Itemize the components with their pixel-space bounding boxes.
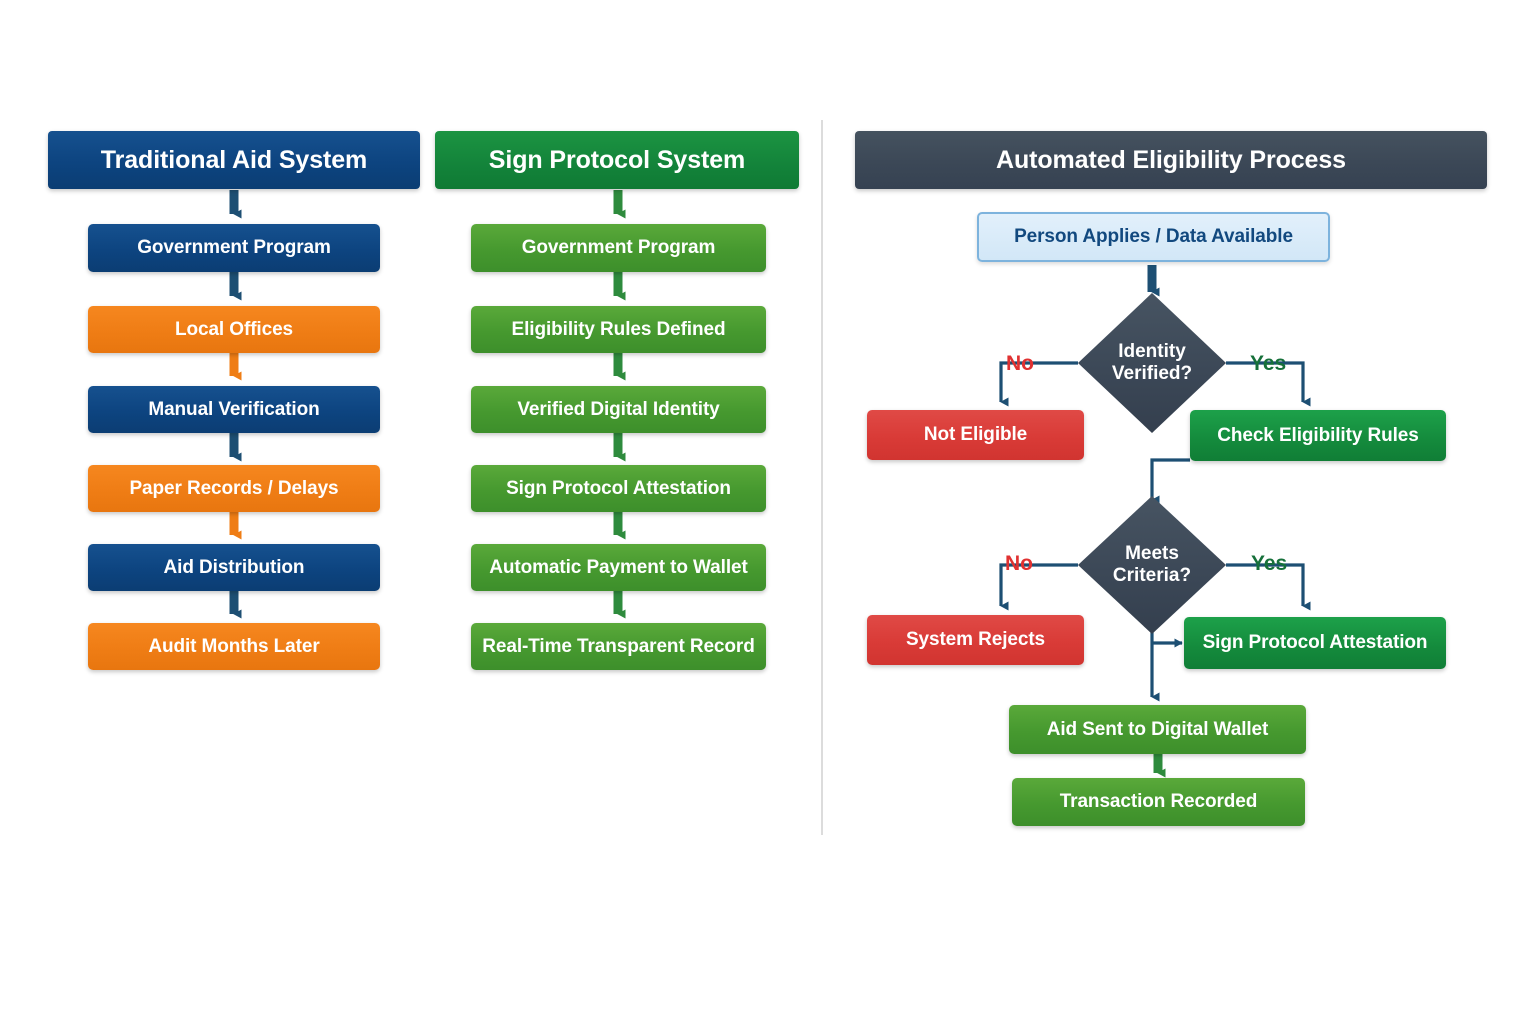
traditional-step-paper-records-delays[interactable]: Paper Records / Delays bbox=[88, 465, 380, 512]
flow-sign-protocol-attestation[interactable]: Sign Protocol Attestation bbox=[1184, 617, 1446, 669]
decision-1-line-2: Verified? bbox=[1111, 363, 1193, 384]
sign-protocol-step-sign-protocol-attestation[interactable]: Sign Protocol Attestation bbox=[471, 465, 766, 512]
sign-protocol-step-real-time-transparent-record[interactable]: Real-Time Transparent Record bbox=[471, 623, 766, 670]
sign-protocol-step-automatic-payment-to-wallet[interactable]: Automatic Payment to Wallet bbox=[471, 544, 766, 591]
diamond-label: Meets Criteria? bbox=[1078, 496, 1226, 634]
decision-1-branch-no-label: No bbox=[1006, 352, 1034, 375]
flow-decision-identity-verified[interactable]: Identity Verified? bbox=[1078, 293, 1226, 433]
flow-decision-meets-criteria[interactable]: Meets Criteria? bbox=[1078, 496, 1226, 634]
panel-divider bbox=[821, 120, 823, 835]
sign-protocol-step-eligibility-rules-defined[interactable]: Eligibility Rules Defined bbox=[471, 306, 766, 353]
decision-2-branch-no-label: No bbox=[1005, 552, 1033, 575]
flow-aid-sent-to-digital-wallet[interactable]: Aid Sent to Digital Wallet bbox=[1009, 705, 1306, 754]
traditional-step-government-program[interactable]: Government Program bbox=[88, 224, 380, 272]
sign-protocol-step-verified-digital-identity[interactable]: Verified Digital Identity bbox=[471, 386, 766, 433]
traditional-step-aid-distribution[interactable]: Aid Distribution bbox=[88, 544, 380, 591]
decision-1-branch-yes-label: Yes bbox=[1250, 352, 1287, 375]
flow-check-eligibility-rules[interactable]: Check Eligibility Rules bbox=[1190, 410, 1446, 461]
traditional-header: Traditional Aid System bbox=[48, 131, 420, 189]
flow-not-eligible[interactable]: Not Eligible bbox=[867, 410, 1084, 460]
traditional-step-manual-verification[interactable]: Manual Verification bbox=[88, 386, 380, 433]
decision-1-line-1: Identity bbox=[1118, 340, 1186, 362]
traditional-step-audit-months-later[interactable]: Audit Months Later bbox=[88, 623, 380, 670]
decision-2-line-2: Criteria? bbox=[1112, 565, 1192, 586]
automated-eligibility-header: Automated Eligibility Process bbox=[855, 131, 1487, 189]
sign-protocol-header: Sign Protocol System bbox=[435, 131, 799, 189]
sign-protocol-step-government-program[interactable]: Government Program bbox=[471, 224, 766, 272]
flow-transaction-recorded[interactable]: Transaction Recorded bbox=[1012, 778, 1305, 826]
flow-system-rejects[interactable]: System Rejects bbox=[867, 615, 1084, 665]
flow-start-person-applies[interactable]: Person Applies / Data Available bbox=[977, 212, 1330, 262]
decision-2-branch-yes-label: Yes bbox=[1251, 552, 1288, 575]
diamond-label: Identity Verified? bbox=[1078, 293, 1226, 433]
decision-2-line-1: Meets bbox=[1125, 542, 1179, 564]
traditional-step-local-offices[interactable]: Local Offices bbox=[88, 306, 380, 353]
